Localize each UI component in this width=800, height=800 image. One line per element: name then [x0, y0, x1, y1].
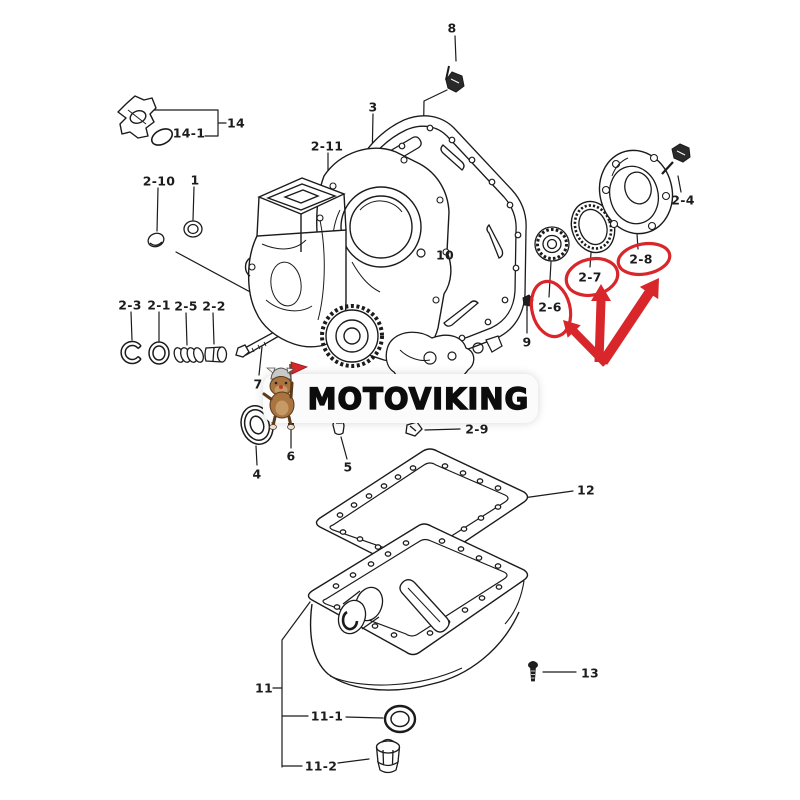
- crank-pulley-cluster: [320, 304, 503, 383]
- part-label-11-1: 11-1: [310, 708, 344, 724]
- part-label-2-6: 2-6: [538, 299, 562, 315]
- part-label-13: 13: [581, 665, 599, 681]
- part-label-7: 7: [253, 376, 263, 392]
- spring-2-5: [173, 347, 205, 363]
- part-label-2-8: 2-8: [629, 251, 653, 267]
- part-label-2-1: 2-1: [147, 297, 171, 313]
- part-label-2-11: 2-11: [310, 138, 344, 154]
- part-label-4: 4: [252, 466, 262, 482]
- brand-name: MOTOVIKING: [307, 381, 530, 416]
- part-label-2-2: 2-2: [202, 298, 226, 314]
- engine-block-front: [244, 177, 347, 348]
- washer-11-1: [383, 704, 417, 734]
- motoviking-mascot-icon: [262, 361, 309, 430]
- part-label-11: 11: [255, 680, 273, 696]
- oil-pan-gasket-12: [315, 448, 529, 575]
- part-label-9: 9: [522, 334, 532, 350]
- part-label-2-4: 2-4: [671, 192, 695, 208]
- snap-ring-2-3: [120, 340, 142, 365]
- part-label-2-3: 2-3: [118, 297, 142, 313]
- part-label-2-10: 2-10: [142, 173, 176, 189]
- part-label-2-5: 2-5: [174, 298, 198, 314]
- part-label-14-1: 14-1: [172, 125, 206, 141]
- part-label-11-2: 11-2: [304, 758, 338, 774]
- highlight-ellipse-2-6: [529, 279, 573, 339]
- oil-pump-gear-2-6: [534, 226, 570, 262]
- red-highlights: [529, 241, 672, 367]
- screw-13: [528, 661, 538, 682]
- oil-pan-baffle: [337, 579, 450, 635]
- highlight-ellipse-2-8: [616, 241, 672, 277]
- oil-pan-11: [307, 523, 529, 691]
- oil-pump-plate-2-8: [598, 149, 674, 235]
- ring-2-1: [148, 341, 170, 365]
- piston-2-2: [204, 346, 228, 363]
- part-label-12: 12: [577, 482, 595, 498]
- bolt-8: [445, 65, 465, 93]
- part-label-6: 6: [286, 448, 296, 464]
- part-label-3: 3: [368, 99, 378, 115]
- plug-2-10: [147, 232, 165, 248]
- filler-cap-oring: [150, 128, 174, 146]
- part-label-1: 1: [190, 172, 200, 188]
- part-label-2-7: 2-7: [578, 269, 602, 285]
- brand-watermark-band: MOTOVIKING: [263, 374, 538, 423]
- bolt-2-4: [661, 143, 691, 175]
- part-label-8: 8: [447, 20, 457, 36]
- bolt-7: [235, 330, 280, 358]
- hole-10: [416, 248, 426, 258]
- bushing-1: [183, 220, 203, 238]
- part-label-5: 5: [343, 459, 353, 475]
- part-label-2-9: 2-9: [465, 421, 489, 437]
- part-label-14: 14: [227, 115, 245, 131]
- plug-2-9: [405, 421, 423, 437]
- part-label-10: 10: [436, 247, 454, 263]
- plug-5: [332, 420, 345, 436]
- drain-plug-11-2: [375, 738, 401, 774]
- highlight-arrow-2-8: [598, 278, 659, 365]
- highlight-arrow-2-7: [591, 284, 611, 362]
- oil-filler-cap: [117, 95, 157, 139]
